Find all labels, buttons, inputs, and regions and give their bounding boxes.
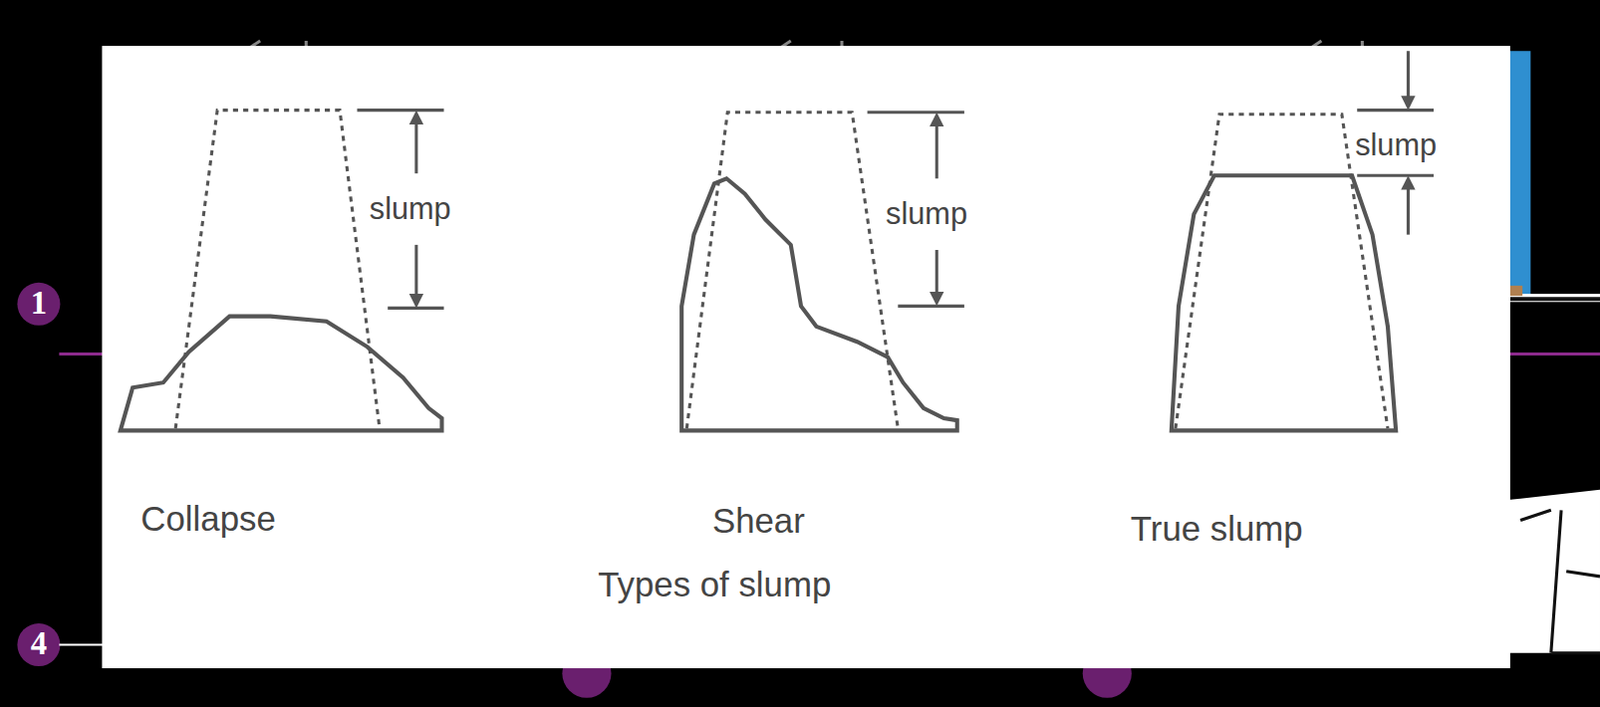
slump-type-label: Collapse bbox=[140, 502, 275, 537]
dimension-label: slump bbox=[369, 194, 452, 226]
dimension-label: slump bbox=[1354, 130, 1437, 162]
caption-label: Types of slump bbox=[597, 567, 831, 603]
slump-type-label: True slump bbox=[1130, 512, 1304, 547]
slump-type-label: Shear bbox=[712, 504, 805, 539]
callout-number: 4 bbox=[16, 627, 60, 661]
dimension-label: slump bbox=[885, 199, 968, 231]
callout-number: 1 bbox=[16, 286, 60, 320]
